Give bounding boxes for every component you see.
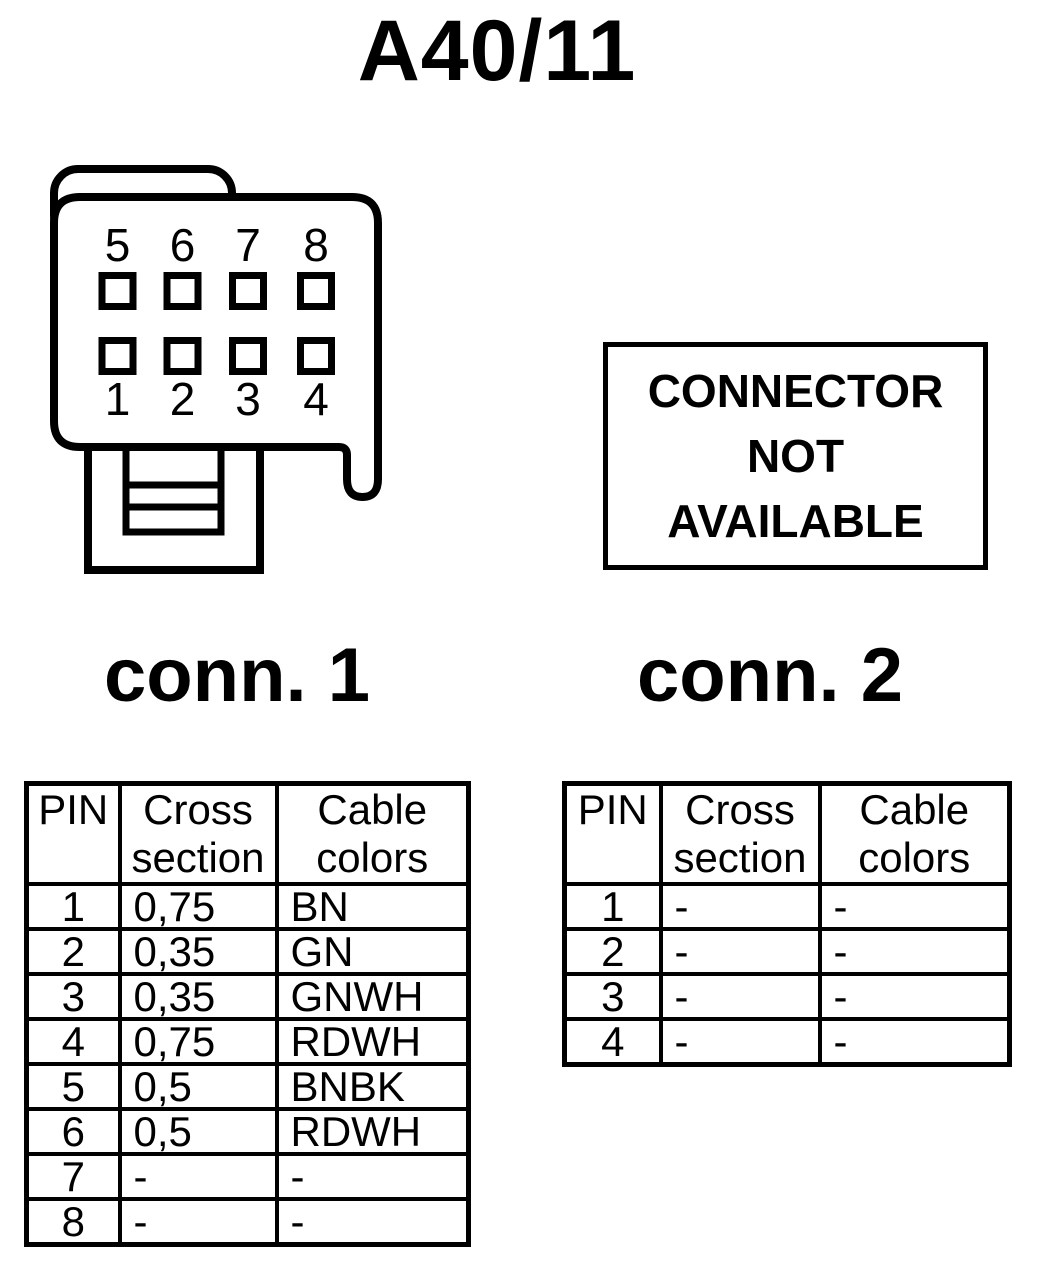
pin-cavity-2 <box>163 337 202 375</box>
table-row: 1 - - <box>562 882 1012 931</box>
cross-cell: - <box>658 972 822 1021</box>
cable-cell: - <box>274 1197 471 1247</box>
cable-cell: GNWH <box>274 972 471 1021</box>
pin-number: 6 <box>170 219 196 271</box>
table-row: 3 0,35 GNWH <box>24 972 471 1021</box>
conn2-label: conn. 2 <box>636 633 904 718</box>
cross-cell: - <box>117 1152 279 1201</box>
table-row: 1 0,75 BN <box>24 882 471 931</box>
pin-number: 1 <box>105 373 131 425</box>
table-row: 5 0,5 BNBK <box>24 1062 471 1111</box>
table-row: 2 - - <box>562 927 1012 976</box>
table-row: 4 - - <box>562 1017 1012 1067</box>
na-line: CONNECTOR <box>647 364 944 417</box>
na-line: AVAILABLE <box>667 494 924 547</box>
pin-cavity-5 <box>98 272 137 310</box>
cross-cell: 0,75 <box>117 1017 279 1066</box>
connector-latch-inner <box>122 447 225 536</box>
connector-not-available-box: CONNECTOR NOT AVAILABLE <box>603 342 988 570</box>
pin-number: 8 <box>303 219 329 271</box>
cable-cell: - <box>817 927 1012 976</box>
pin-number: 7 <box>235 219 261 271</box>
cable-cell: - <box>817 882 1012 931</box>
conn2-pin-table: PIN Cross section Cable colors 1 - - 2 -… <box>562 781 1012 1067</box>
table-header-row: PIN Cross section Cable colors <box>24 781 471 886</box>
pin-cell: 7 <box>24 1152 122 1201</box>
cross-cell: 0,35 <box>117 927 279 976</box>
cross-cell: 0,5 <box>117 1107 279 1156</box>
cable-cell: - <box>817 972 1012 1021</box>
pin-cell: 6 <box>24 1107 122 1156</box>
cable-cell: - <box>817 1017 1012 1067</box>
cross-cell: 0,75 <box>117 882 279 931</box>
col-header-cable: Cable colors <box>817 781 1012 886</box>
pin-cell: 4 <box>24 1017 122 1066</box>
pin-cavity-3 <box>229 337 267 375</box>
cable-cell: - <box>274 1152 471 1201</box>
pin-cell: 2 <box>562 927 663 976</box>
pin-number: 2 <box>170 373 196 425</box>
pin-cavity-1 <box>98 337 137 375</box>
conn1-pin-table: PIN Cross section Cable colors 1 0,75 BN… <box>24 781 471 1247</box>
table-row: 4 0,75 RDWH <box>24 1017 471 1066</box>
cable-cell: BN <box>274 882 471 931</box>
na-line: NOT <box>746 429 845 482</box>
col-header-cross: Cross section <box>117 781 279 886</box>
pin-cavity-8 <box>297 272 335 310</box>
col-header-pin: PIN <box>24 781 122 886</box>
cable-cell: RDWH <box>274 1107 471 1156</box>
connector-drawing: 5 6 7 8 1 2 3 4 <box>50 165 382 574</box>
pin-cell: 4 <box>562 1017 663 1067</box>
pin-cell: 3 <box>24 972 122 1021</box>
cross-cell: - <box>117 1197 279 1247</box>
cross-cell: 0,5 <box>117 1062 279 1111</box>
cable-cell: BNBK <box>274 1062 471 1111</box>
pin-cell: 3 <box>562 972 663 1021</box>
cross-cell: 0,35 <box>117 972 279 1021</box>
table-row: 7 - - <box>24 1152 471 1201</box>
pin-number: 3 <box>235 373 261 425</box>
col-header-pin: PIN <box>562 781 663 886</box>
cable-cell: GN <box>274 927 471 976</box>
cross-cell: - <box>658 927 822 976</box>
table-row: 8 - - <box>24 1197 471 1247</box>
pin-cavity-6 <box>163 272 202 310</box>
pin-cell: 2 <box>24 927 122 976</box>
connector-latch-outer <box>84 447 264 574</box>
conn1-label: conn. 1 <box>103 633 371 718</box>
cross-cell: - <box>658 882 822 931</box>
page-title: A40/11 <box>357 3 637 99</box>
pin-number: 5 <box>105 219 131 271</box>
cross-cell: - <box>658 1017 822 1067</box>
pin-cell: 5 <box>24 1062 122 1111</box>
pin-cell: 8 <box>24 1197 122 1247</box>
pin-number: 4 <box>303 373 329 425</box>
table-row: 3 - - <box>562 972 1012 1021</box>
pin-cavity-4 <box>297 337 335 375</box>
table-row: 2 0,35 GN <box>24 927 471 976</box>
table-row: 6 0,5 RDWH <box>24 1107 471 1156</box>
pin-cell: 1 <box>562 882 663 931</box>
col-header-cross: Cross section <box>658 781 822 886</box>
col-header-cable: Cable colors <box>274 781 471 886</box>
pin-cell: 1 <box>24 882 122 931</box>
cable-cell: RDWH <box>274 1017 471 1066</box>
table-header-row: PIN Cross section Cable colors <box>562 781 1012 886</box>
pin-cavity-7 <box>229 272 267 310</box>
